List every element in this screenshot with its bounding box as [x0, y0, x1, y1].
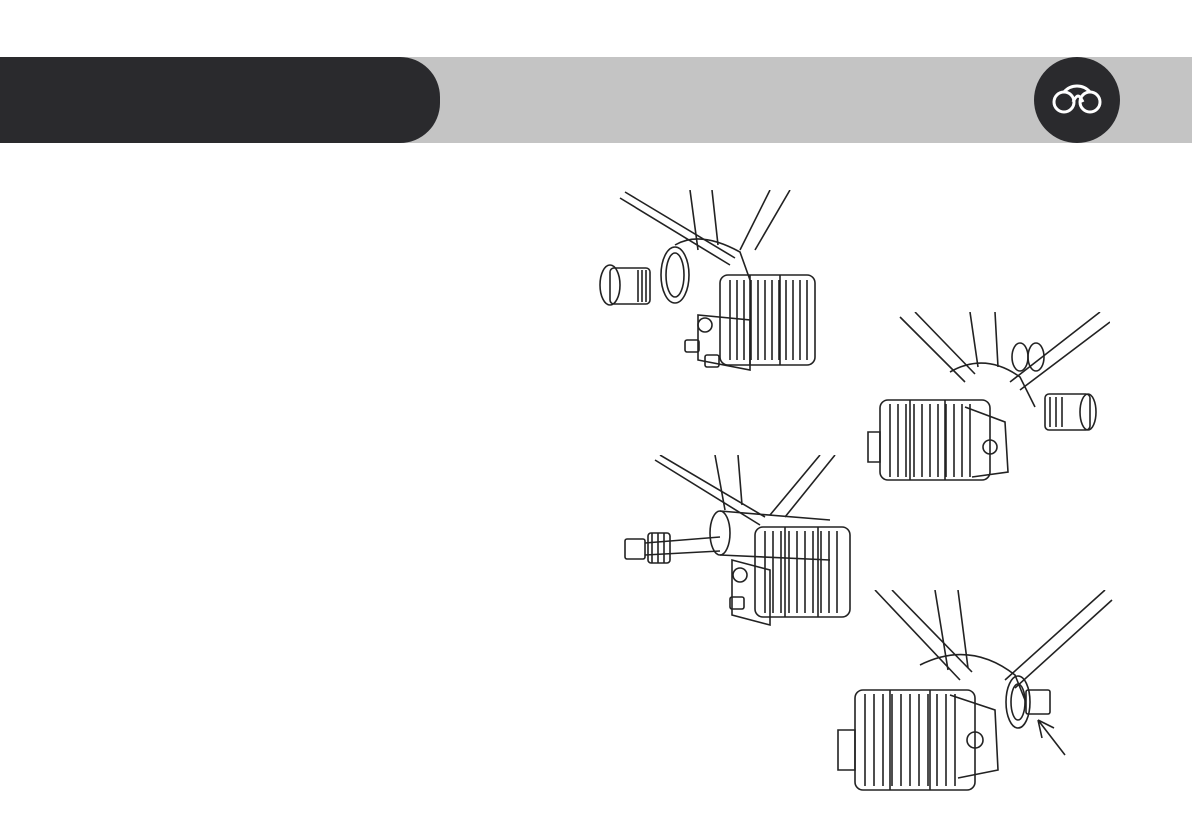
header-bar	[0, 57, 1192, 143]
header-title-tab	[0, 57, 440, 143]
illustration-bb-left	[580, 190, 850, 390]
bottom-bracket-removal-left-illustration	[580, 190, 850, 390]
brand-logo	[1034, 57, 1120, 143]
bottom-bracket-removal-right-illustration	[860, 312, 1110, 490]
illustration-spindle	[620, 455, 865, 635]
illustration-bb-right	[860, 312, 1110, 490]
spindle-insertion-illustration	[620, 455, 865, 635]
illustration-tightening	[830, 590, 1115, 810]
bicycle-brand-logo-icon	[1049, 82, 1105, 118]
bottom-bracket-tightening-arrow-illustration	[830, 590, 1115, 810]
